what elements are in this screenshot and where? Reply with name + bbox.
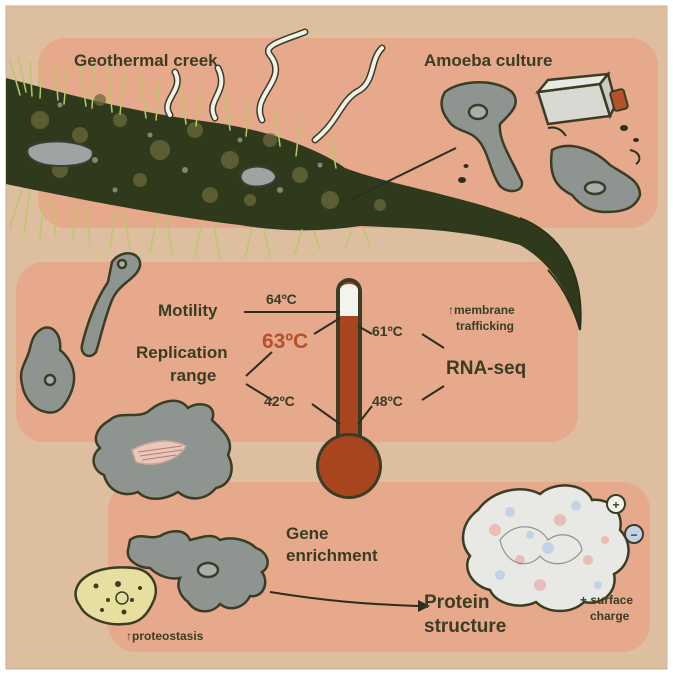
flagellate-amoeba (80, 252, 142, 358)
replication-line-down (245, 383, 273, 401)
line-48-rna (421, 385, 445, 401)
creek-stone-1 (26, 140, 94, 168)
thermometer-tube (340, 282, 358, 448)
steam (165, 30, 384, 142)
culture-amoeba-2 (549, 144, 642, 214)
creek-stone-2 (239, 165, 278, 188)
grass (9, 54, 371, 259)
line-63 (313, 317, 341, 335)
label-replication: Replication (136, 343, 228, 362)
panel-middle (16, 262, 578, 442)
temp-61: 61ºC (372, 323, 403, 339)
proteostasis-cell (74, 566, 157, 626)
label-protein: Protein (424, 592, 489, 613)
label-proteostasis: ↑proteostasis (126, 629, 204, 643)
charge-minus-badge: − (624, 524, 644, 544)
label-trafficking: trafficking (456, 319, 514, 333)
line-61-rna (421, 333, 445, 349)
replication-line-up (245, 351, 273, 377)
line-42 (311, 403, 341, 425)
label-geothermal-creek: Geothermal creek (74, 51, 218, 70)
label-surface: + surface (580, 593, 633, 607)
temp-48: 48ºC (372, 393, 403, 409)
label-amoeba-culture: Amoeba culture (424, 51, 552, 70)
thermometer-bulb (319, 436, 379, 496)
label-gene: Gene (286, 524, 329, 543)
creek-culture-connector (349, 147, 457, 201)
charge-plus-badge: + (606, 494, 626, 514)
temp-42: 42ºC (264, 393, 295, 409)
label-rna-seq: RNA-seq (446, 358, 526, 379)
creek-body (6, 78, 581, 330)
label-membrane: ↑membrane (448, 303, 515, 317)
connector-lines (244, 311, 445, 425)
geothermal-creek-illustration (6, 78, 582, 331)
arrow-head (418, 600, 430, 612)
arrow-to-protein (269, 591, 419, 607)
thermometer-top (340, 284, 358, 316)
label-motility: Motility (158, 301, 218, 320)
label-charge: charge (590, 609, 630, 623)
thermometer (316, 278, 382, 499)
temp-63: 63ºC (262, 330, 308, 353)
charge-minus: − (630, 528, 637, 542)
charge-plus: + (612, 498, 619, 512)
amoeba-left (19, 326, 76, 414)
protein-structure (461, 484, 630, 613)
label-range: range (170, 366, 216, 385)
amoeba-dividing (92, 399, 233, 500)
temp-64: 64ºC (266, 291, 297, 307)
culture-dots (458, 125, 641, 183)
amoeba-bottom (126, 530, 269, 613)
line-61-left (357, 325, 373, 335)
label-structure: structure (424, 616, 506, 637)
line-48-left (357, 405, 373, 425)
culture-flask (534, 71, 629, 126)
label-enrichment: enrichment (286, 546, 378, 565)
culture-amoeba-1 (440, 81, 524, 193)
creek-tail (519, 217, 582, 331)
